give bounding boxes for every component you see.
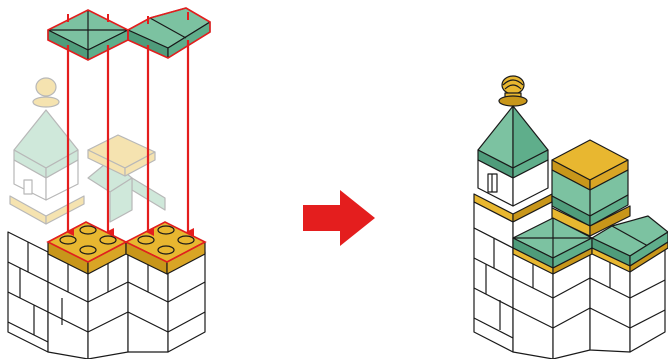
tower-finial [499,76,527,106]
step-after [474,76,668,359]
faded-tower [10,78,165,224]
arrow-right-icon [303,190,375,246]
step-before [8,8,210,359]
green-roof-piece-left [48,10,128,60]
